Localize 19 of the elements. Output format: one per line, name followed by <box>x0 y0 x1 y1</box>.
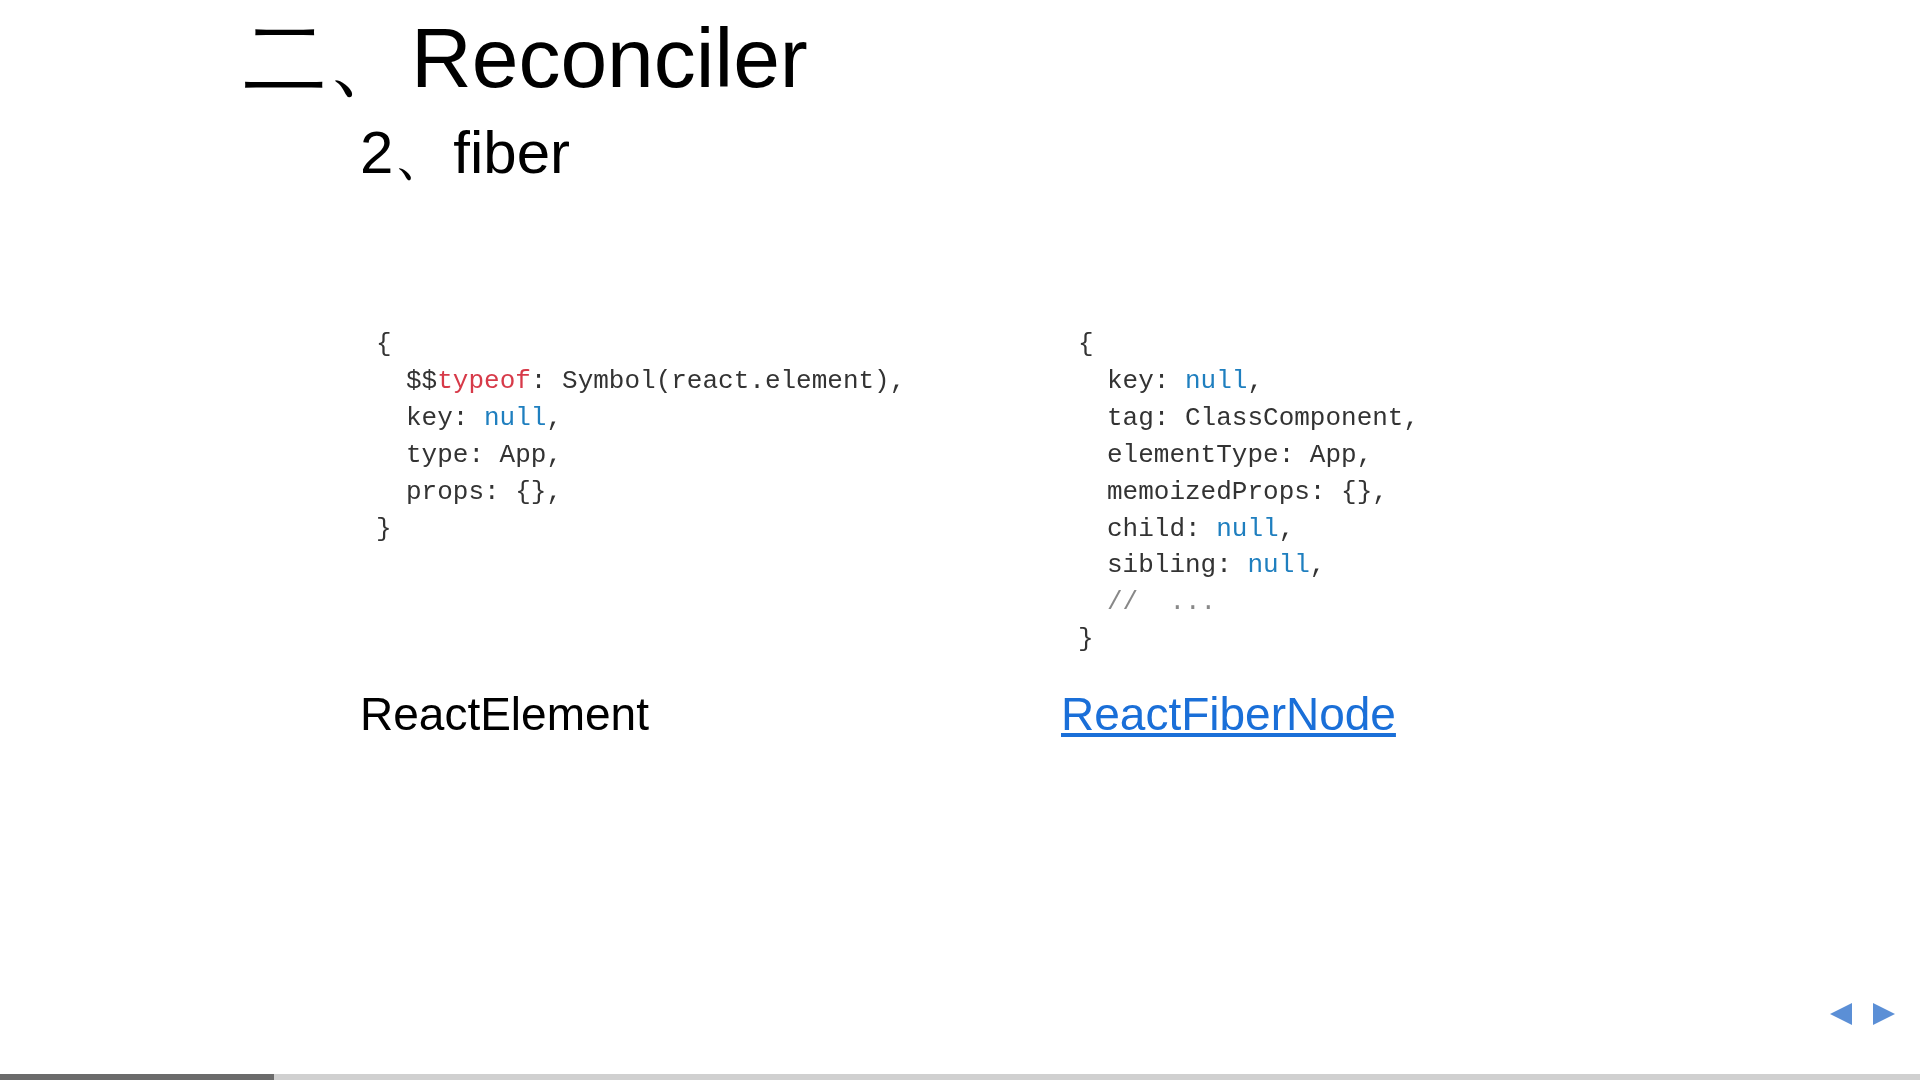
code-line: elementType: App, <box>1107 440 1373 471</box>
code-line: props: {}, <box>406 477 563 508</box>
code-line: } <box>376 514 392 545</box>
code-line: { <box>1078 330 1094 360</box>
slide-title: 二、Reconciler <box>243 10 808 107</box>
code-line: key: null, <box>406 403 563 434</box>
code-line: } <box>1078 625 1094 656</box>
link: ReactFiberNode <box>1061 688 1396 741</box>
code-line: child: null, <box>1107 514 1295 545</box>
code-line: { <box>376 330 392 360</box>
code-line: sibling: null, <box>1107 551 1326 582</box>
code-line: // ... <box>1107 588 1217 619</box>
slide-subtitle: 2、fiber <box>360 118 571 187</box>
caption-text: ReactElement <box>360 688 649 741</box>
code-line: type: App, <box>406 440 563 471</box>
code-line: tag: ClassComponent, <box>1107 403 1420 434</box>
code-line: memoizedProps: {}, <box>1107 477 1388 508</box>
code-line: $$typeof: Symbol(react.element), <box>406 366 906 397</box>
code-line: key: null, <box>1107 366 1264 397</box>
